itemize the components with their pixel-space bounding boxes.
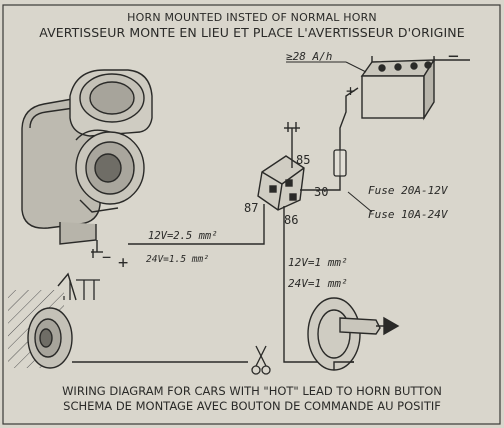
battery-icon bbox=[360, 56, 436, 121]
relay-ground-symbol bbox=[284, 122, 300, 168]
horn-wire-24v-label: 24V=1.5 mm² bbox=[146, 254, 209, 265]
wire-relay-to-battery bbox=[300, 87, 359, 191]
frame-border bbox=[2, 4, 501, 425]
footer-title-fr: SCHEMA DE MONTAGE AVEC BOUTON DE COMMAND… bbox=[63, 399, 441, 413]
relay-pin-87-label: 87 bbox=[244, 201, 258, 215]
original-horn-wiring bbox=[8, 272, 248, 369]
horn-wire-12v-label: 12V=2.5 mm² bbox=[148, 230, 218, 242]
button-wire-24v-label: 24V=1 mm² bbox=[288, 277, 348, 290]
relay-pin-86-label: 86 bbox=[284, 213, 298, 227]
relay-icon bbox=[257, 155, 305, 211]
footer-title-en: WIRING DIAGRAM FOR CARS WITH "HOT" LEAD … bbox=[62, 384, 442, 398]
relay-pin-85-label: 85 bbox=[296, 153, 310, 167]
battery-rating-leader bbox=[345, 61, 367, 73]
battery-rating-label: ≥28 A/h bbox=[286, 50, 332, 63]
battery-minus-label: − bbox=[448, 46, 459, 67]
fuse-icon bbox=[333, 149, 347, 177]
battery-plus-label: + bbox=[346, 82, 355, 100]
horn-compressor-icon bbox=[21, 69, 153, 245]
fuse-leader-line bbox=[347, 191, 373, 213]
original-horn-icon bbox=[27, 272, 77, 369]
original-horn-ground-symbol bbox=[69, 279, 100, 300]
button-wire-12v-label: 12V=1 mm² bbox=[288, 256, 348, 269]
header-title-fr: AVERTISSEUR MONTE EN LIEU ET PLACE L'AVE… bbox=[39, 25, 465, 40]
relay-pin-30-label: 30 bbox=[314, 185, 328, 199]
fuse-12v-label: Fuse 20A-12V bbox=[368, 184, 449, 197]
horn-plus-label: + bbox=[118, 253, 128, 273]
scissors-cut-icon bbox=[251, 345, 271, 375]
header-title-en: HORN MOUNTED INSTED OF NORMAL HORN bbox=[127, 11, 377, 24]
steering-wheel-icon bbox=[307, 297, 400, 371]
horn-minus-label: − bbox=[102, 248, 111, 266]
horn-ground-symbol bbox=[91, 240, 103, 258]
fuse-24v-label: Fuse 10A-24V bbox=[368, 208, 449, 221]
wire-to-horn-button bbox=[333, 361, 354, 370]
wire-horn-to-relay bbox=[128, 204, 265, 245]
